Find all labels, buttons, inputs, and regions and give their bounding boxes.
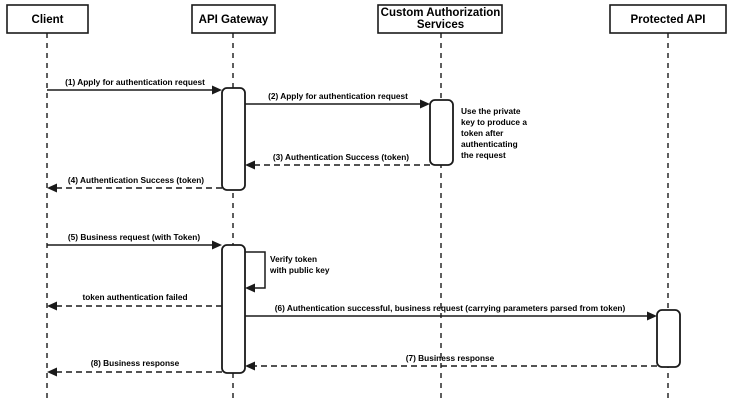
participant-label-client: Client — [32, 14, 64, 26]
message-3-arrowhead-icon — [245, 160, 255, 170]
message-2-arrowhead-icon — [420, 99, 430, 109]
message-5-label: (5) Business request (with Token) — [68, 232, 200, 242]
note-private-key-line-3: token after — [461, 128, 504, 138]
note-private-key-line-1: Use the private — [461, 106, 521, 116]
message-5[interactable]: (5) Business request (with Token) — [47, 232, 222, 250]
message-8-arrowhead-icon — [47, 367, 57, 377]
message-4-label: (4) Authentication Success (token) — [68, 175, 204, 185]
participant-box-client[interactable] — [6, 4, 89, 34]
message-6-label: (6) Authentication successful, business … — [275, 303, 626, 313]
participant-label-custom-authorization-services-line1: Custom Authorization — [381, 7, 501, 19]
message-7-arrowhead-icon — [245, 361, 255, 371]
message-2[interactable]: (2) Apply for authentication request — [245, 91, 430, 109]
activation-bar-gateway-business[interactable] — [221, 244, 246, 374]
message-self-loop-line — [245, 251, 266, 289]
message-1-arrowhead-icon — [212, 85, 222, 95]
message-7-label: (7) Business response — [406, 353, 495, 363]
message-self-label-line2: with public key — [269, 265, 330, 275]
message-7[interactable]: (7) Business response — [245, 353, 657, 371]
lifelines-group — [46, 33, 669, 398]
activation-bar-auth-service[interactable] — [429, 99, 454, 166]
message-3[interactable]: (3) Authentication Success (token) — [245, 152, 430, 170]
participant-box-api-gateway[interactable] — [191, 4, 276, 34]
participant-label-protected-api: Protected API — [631, 14, 706, 26]
note-private-key-line-4: authenticating — [461, 139, 518, 149]
message-6[interactable]: (6) Authentication successful, business … — [245, 303, 657, 321]
note-private-key-line-5: the request — [461, 150, 506, 160]
message-self-verify-token[interactable]: Verify token with public key — [245, 251, 330, 293]
participant-label-api-gateway: API Gateway — [199, 14, 269, 26]
participant-label-custom-authorization-services-line2: Services — [417, 19, 464, 31]
activation-bar-gateway-auth[interactable] — [221, 87, 246, 191]
participant-protected-api[interactable]: Protected API — [609, 4, 727, 34]
message-3-label: (3) Authentication Success (token) — [273, 152, 409, 162]
message-fail-arrowhead-icon — [47, 301, 57, 311]
message-2-label: (2) Apply for authentication request — [268, 91, 408, 101]
note-private-key: Use the private key to produce a token a… — [461, 106, 527, 160]
message-4-arrowhead-icon — [47, 183, 57, 193]
message-4[interactable]: (4) Authentication Success (token) — [47, 175, 222, 193]
message-self-arrowhead-icon — [245, 283, 255, 293]
participant-api-gateway[interactable]: API Gateway — [191, 4, 276, 34]
message-8[interactable]: (8) Business response — [47, 358, 222, 377]
message-8-label: (8) Business response — [91, 358, 180, 368]
message-token-authentication-failed[interactable]: token authentication failed — [47, 292, 222, 311]
message-self-label-line1: Verify token — [270, 254, 317, 264]
message-6-arrowhead-icon — [647, 311, 657, 321]
participant-box-custom-authorization-services[interactable] — [377, 4, 503, 34]
participant-custom-authorization-services[interactable]: Custom Authorization Services — [377, 4, 503, 34]
message-1-label: (1) Apply for authentication request — [65, 77, 205, 87]
participant-client[interactable]: Client — [6, 4, 89, 34]
activation-bars-group — [221, 87, 681, 374]
activation-bar-protected-api[interactable] — [656, 309, 681, 368]
message-1[interactable]: (1) Apply for authentication request — [47, 77, 222, 95]
participant-box-protected-api[interactable] — [609, 4, 727, 34]
message-5-arrowhead-icon — [212, 240, 222, 250]
message-fail-label: token authentication failed — [82, 292, 187, 302]
note-private-key-line-2: key to produce a — [461, 117, 527, 127]
